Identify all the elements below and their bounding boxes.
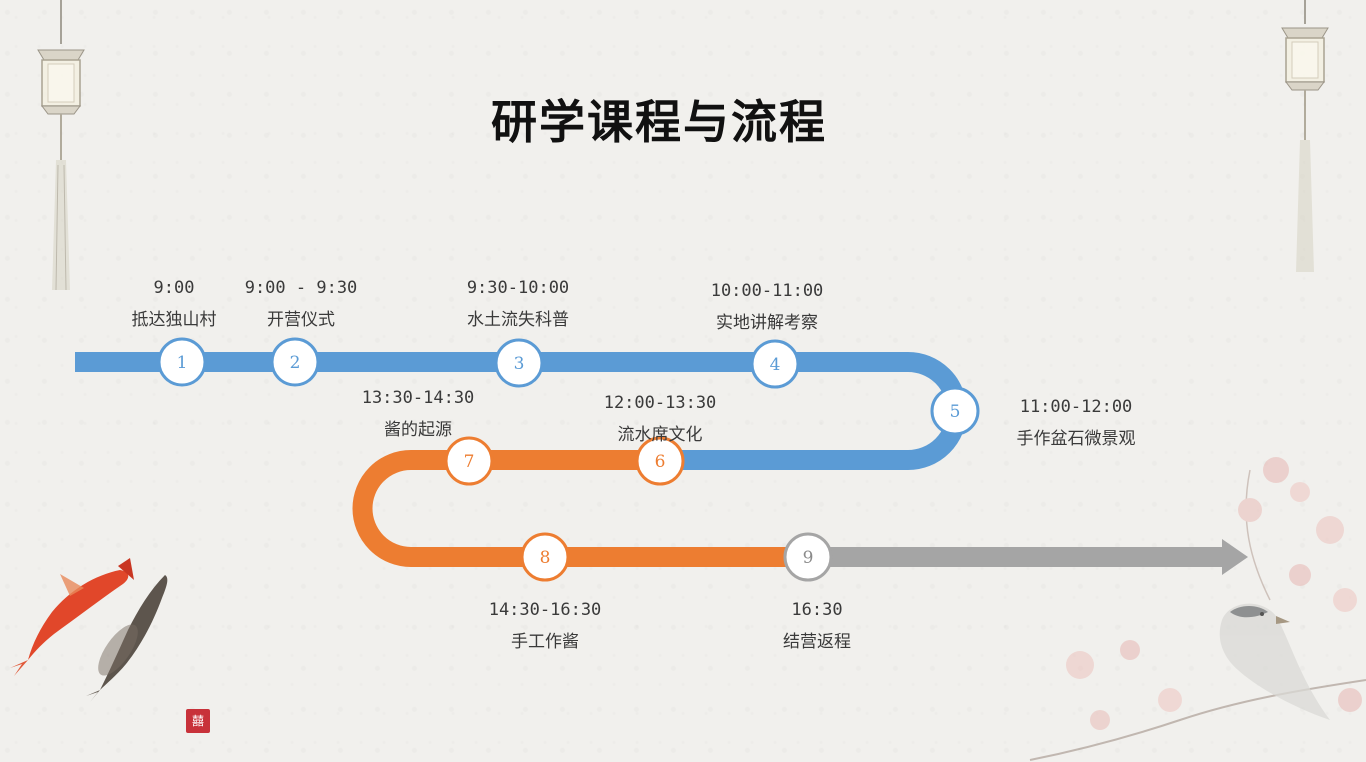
step-node-5: 5 xyxy=(930,386,980,436)
step-node-3: 3 xyxy=(494,338,544,388)
step-number: 6 xyxy=(655,452,666,472)
step-label-4: 10:00-11:00 实地讲解考察 xyxy=(711,275,824,339)
step-label-3: 9:30-10:00 水土流失科普 xyxy=(467,272,569,336)
step-name: 水土流失科普 xyxy=(466,310,569,330)
step-name: 实地讲解考察 xyxy=(716,313,818,333)
step-node-2: 2 xyxy=(270,337,320,387)
step-time: 16:30 xyxy=(791,600,843,620)
step-node-4: 4 xyxy=(750,339,800,389)
step-label-2: 9:00 - 9:30 开营仪式 xyxy=(245,272,358,336)
step-number: 9 xyxy=(803,548,814,568)
arrow-head-icon xyxy=(1222,539,1248,575)
step-time: 9:00 - 9:30 xyxy=(244,278,358,298)
step-number: 8 xyxy=(540,548,551,568)
step-name: 开营仪式 xyxy=(267,310,335,330)
step-label-9: 16:30 结营返程 xyxy=(783,594,851,658)
step-node-8: 8 xyxy=(520,532,570,582)
step-name: 结营返程 xyxy=(783,632,851,652)
step-label-5: 11:00-12:00 手作盆石微景观 xyxy=(1017,391,1136,455)
step-number: 7 xyxy=(464,452,475,472)
step-name: 手作盆石微景观 xyxy=(1016,429,1136,449)
page-title: 研学课程与流程 xyxy=(491,95,827,149)
step-time: 12:00-13:30 xyxy=(603,393,717,413)
step-time: 9:30-10:00 xyxy=(466,278,570,298)
step-node-6: 6 xyxy=(635,436,685,486)
step-time: 10:00-11:00 xyxy=(710,281,824,301)
lantern-icon xyxy=(1281,0,1329,272)
step-label-8: 14:30-16:30 手工作酱 xyxy=(489,594,602,658)
koi-fish-icon xyxy=(10,558,168,702)
step-number: 3 xyxy=(514,354,525,374)
step-name: 酱的起源 xyxy=(384,420,452,440)
blossom-branch-icon xyxy=(1029,457,1366,761)
step-label-7: 13:30-14:30 酱的起源 xyxy=(362,382,475,446)
step-number: 4 xyxy=(770,355,781,375)
step-time: 9:00 xyxy=(153,278,195,298)
step-time: 13:30-14:30 xyxy=(361,388,475,408)
step-name: 手工作酱 xyxy=(511,632,579,652)
step-node-1: 1 xyxy=(157,337,207,387)
step-number: 1 xyxy=(177,353,188,373)
step-number: 5 xyxy=(950,402,961,422)
step-node-9: 9 xyxy=(783,532,833,582)
bird-icon xyxy=(1219,603,1330,720)
step-label-6: 12:00-13:30 流水席文化 xyxy=(604,387,717,451)
step-label-1: 9:00 抵达独山村 xyxy=(132,272,217,336)
step-name: 流水席文化 xyxy=(617,425,703,445)
step-node-7: 7 xyxy=(444,436,494,486)
lantern-icon xyxy=(37,0,85,291)
step-name: 抵达独山村 xyxy=(131,310,217,330)
seal-stamp: 囍 xyxy=(186,709,210,733)
step-time: 14:30-16:30 xyxy=(488,600,602,620)
step-number: 2 xyxy=(290,353,301,373)
path-segment-orange xyxy=(352,450,808,567)
step-time: 11:00-12:00 xyxy=(1019,397,1133,417)
